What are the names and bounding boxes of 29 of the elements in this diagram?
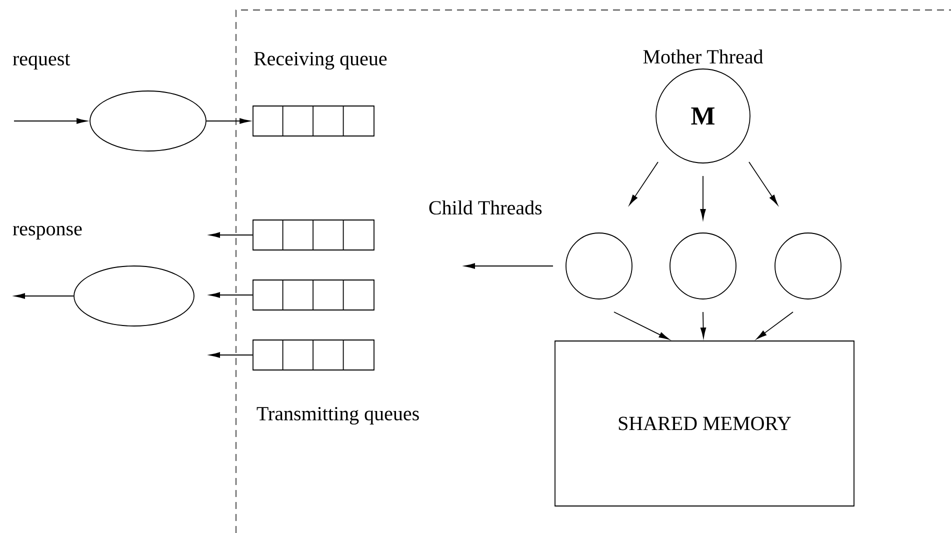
node-caption: Receiving queue [254, 52, 387, 70]
arrow [614, 312, 670, 340]
arrow [14, 118, 88, 124]
group-label: Child Threads [429, 200, 542, 215]
process-ellipse [90, 90, 206, 152]
thread-circle [670, 232, 736, 300]
arrow [756, 312, 794, 340]
queue-drawing [252, 280, 374, 310]
node-caption: Mother Thread [643, 49, 764, 64]
group-label: Transmitting queues [256, 407, 419, 425]
arrow [210, 232, 253, 238]
arrow [210, 352, 253, 358]
arrow [14, 293, 74, 299]
arrow [629, 162, 658, 205]
thread-circle [566, 232, 632, 300]
thread-circle [774, 232, 842, 300]
arrow [700, 312, 706, 338]
arrow [210, 292, 253, 298]
arrow [206, 118, 250, 124]
arrow [700, 176, 706, 220]
queue-drawing [252, 220, 374, 250]
process-ellipse [74, 266, 194, 326]
memory-box: SHARED MEMORY [554, 340, 854, 506]
node-caption: request [12, 54, 70, 70]
queue-drawing [252, 106, 374, 136]
node-caption: response [12, 226, 82, 240]
arrow [464, 263, 554, 269]
queue-drawing [252, 340, 374, 370]
arrow [748, 162, 778, 205]
